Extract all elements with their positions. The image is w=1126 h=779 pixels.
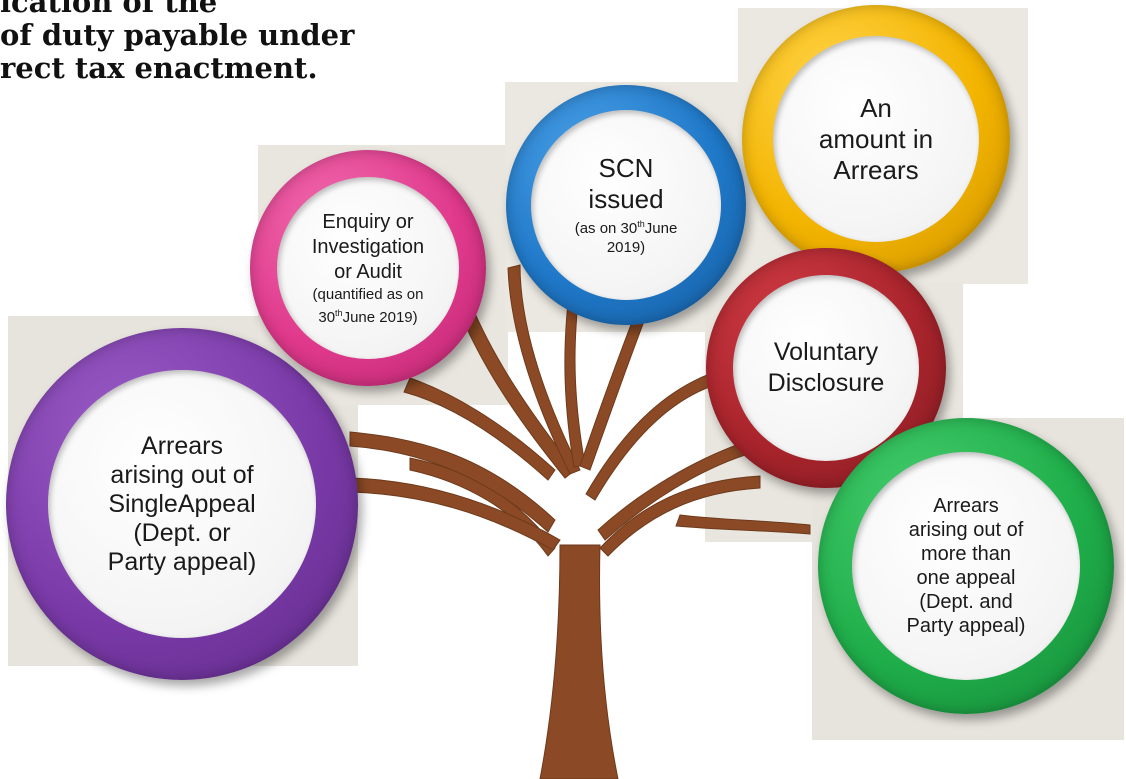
tree-trunk bbox=[539, 544, 619, 779]
bubble-enquiry-investigation-audit: Enquiry or Investigation or Audit (quant… bbox=[250, 150, 486, 386]
note-superscript: th bbox=[335, 307, 343, 318]
tree-branch bbox=[675, 514, 811, 535]
bubble-scn-issued: SCN issued (as on 30thJune 2019) bbox=[506, 85, 746, 325]
bubble-text: more than bbox=[920, 543, 1012, 565]
bubble-note: (as on 30thJune bbox=[575, 215, 678, 238]
bubble-text: or Audit bbox=[334, 260, 402, 283]
tree-branch bbox=[564, 281, 586, 468]
tree-branch bbox=[597, 442, 746, 541]
bubble-text: issued bbox=[588, 184, 664, 214]
bubble-text: SingleAppeal bbox=[108, 489, 256, 518]
tree-branch bbox=[585, 372, 716, 501]
bubble-note: 2019) bbox=[606, 239, 646, 256]
tree-branch bbox=[507, 264, 581, 475]
tree-branch bbox=[599, 475, 761, 557]
bubble-inner: Voluntary Disclosure bbox=[733, 275, 919, 461]
bubble-text: Arrears bbox=[833, 154, 919, 185]
tree-branch bbox=[349, 431, 556, 533]
bubble-text: Party appeal) bbox=[906, 615, 1026, 637]
bubble-text: arising out of bbox=[908, 519, 1024, 541]
bubble-text: Party appeal) bbox=[107, 547, 257, 576]
bubble-text: (Dept. or bbox=[133, 518, 231, 547]
heading-line: of duty payable under bbox=[0, 18, 355, 52]
bubble-text: amount in bbox=[818, 123, 934, 154]
bubble-note: 30thJune 2019) bbox=[318, 304, 417, 327]
bubble-arrears-multiple-appeal: Arrears arising out of more than one app… bbox=[818, 418, 1114, 714]
bubble-text: Voluntary bbox=[773, 338, 879, 366]
bubble-inner: Arrears arising out of more than one app… bbox=[852, 452, 1080, 680]
bubble-text: arising out of bbox=[110, 460, 254, 489]
note-pre: (as on 30 bbox=[574, 220, 638, 237]
bubble-text: An bbox=[860, 92, 892, 123]
heading-line: rect tax enactment. bbox=[0, 51, 318, 85]
note-rest: June 2019) bbox=[342, 308, 418, 326]
bubble-text: Arrears bbox=[933, 495, 999, 517]
note-day: 30 bbox=[318, 308, 336, 326]
tree-branch bbox=[457, 301, 576, 479]
bubble-text: Disclosure bbox=[767, 369, 885, 397]
bubble-text: (Dept. and bbox=[919, 591, 1013, 613]
tree-branch bbox=[349, 477, 561, 551]
tree-branch bbox=[403, 377, 556, 481]
bubble-inner: An amount in Arrears bbox=[773, 36, 979, 242]
bubble-note: (quantified as on bbox=[312, 285, 424, 303]
heading-line: ication of the bbox=[0, 0, 218, 19]
bubble-text: SCN bbox=[598, 153, 654, 183]
bubble-text: Arrears bbox=[141, 431, 223, 460]
heading: ication of the of duty payable under rec… bbox=[0, 0, 354, 85]
note-post: June bbox=[644, 220, 678, 237]
bubble-inner: Arrears arising out of SingleAppeal (Dep… bbox=[48, 370, 316, 638]
bubble-text: Enquiry or bbox=[322, 210, 414, 233]
bubble-inner: Enquiry or Investigation or Audit (quant… bbox=[277, 177, 459, 359]
bubble-arrears-single-appeal: Arrears arising out of SingleAppeal (Dep… bbox=[6, 328, 358, 680]
bubble-text: one appeal bbox=[916, 567, 1016, 589]
bubble-text: Investigation bbox=[311, 235, 425, 258]
note-superscript: th bbox=[637, 219, 645, 229]
bubble-amount-in-arrears: An amount in Arrears bbox=[742, 5, 1010, 273]
bubble-inner: SCN issued (as on 30thJune 2019) bbox=[531, 110, 721, 300]
